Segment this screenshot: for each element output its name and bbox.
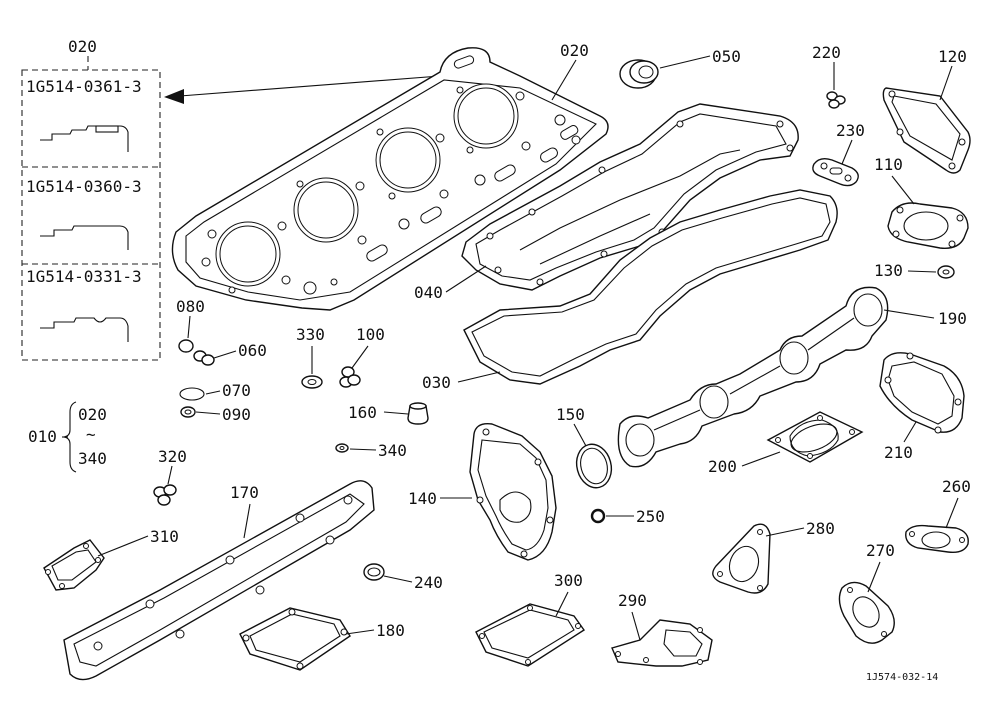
- set-range-tilde: ~: [86, 425, 96, 444]
- part-330-washer: [301, 375, 323, 389]
- label-190: 190: [938, 309, 967, 328]
- part-070-oring: [179, 387, 205, 401]
- variant-part-number-2: 1G514-0360-3: [26, 177, 142, 196]
- set-range-end: 340: [78, 449, 107, 468]
- variant-box-header: 020: [68, 37, 97, 56]
- label-020: 020: [560, 41, 589, 60]
- part-060-washers: [193, 350, 215, 366]
- variant-part-number-1: 1G514-0361-3: [26, 77, 142, 96]
- label-270: 270: [866, 541, 895, 560]
- part-150-ring: [575, 443, 613, 489]
- label-160: 160: [348, 403, 377, 422]
- part-300-gasket: [475, 603, 585, 667]
- part-110-gasket: [887, 202, 969, 249]
- part-050-seal: [619, 59, 659, 89]
- label-140: 140: [408, 489, 437, 508]
- variant-arrow: [164, 75, 441, 104]
- label-210: 210: [884, 443, 913, 462]
- part-040-gasket: [461, 103, 799, 291]
- part-240-seal: [363, 563, 385, 581]
- part-100-washers: [339, 366, 361, 388]
- label-050: 050: [712, 47, 741, 66]
- part-210-gasket: [879, 352, 965, 434]
- label-130: 130: [874, 261, 903, 280]
- label-330: 330: [296, 325, 325, 344]
- label-060: 060: [238, 341, 267, 360]
- part-270-gasket: [838, 581, 895, 644]
- figure-code: 1J574-032-14: [866, 672, 938, 683]
- set-bracket: 010 020 ~ 340: [28, 401, 107, 473]
- part-230-plate: [812, 157, 859, 187]
- part-290-gasket: [611, 619, 713, 667]
- label-030: 030: [422, 373, 451, 392]
- part-170-intake-gasket: [63, 480, 375, 681]
- part-260-gasket: [905, 524, 969, 554]
- variant-profile-1: [40, 125, 129, 152]
- part-080-ring: [178, 339, 194, 353]
- part-180-gasket: [239, 607, 351, 671]
- part-320-washers: [153, 484, 177, 506]
- label-090: 090: [222, 405, 251, 424]
- label-080: 080: [176, 297, 205, 316]
- label-260: 260: [942, 477, 971, 496]
- part-030-gasket: [463, 189, 838, 385]
- label-340: 340: [378, 441, 407, 460]
- label-200: 200: [708, 457, 737, 476]
- label-150: 150: [556, 405, 585, 424]
- part-130-washer: [937, 265, 955, 279]
- part-220-washers: [826, 91, 846, 109]
- label-240: 240: [414, 573, 443, 592]
- label-040: 040: [414, 283, 443, 302]
- head-gasket-variant-box: 020 1G514-0361-3 1G514-0360-3 1G514-0331…: [21, 37, 161, 361]
- part-090-washer: [180, 406, 196, 418]
- set-range-start: 020: [78, 405, 107, 424]
- part-140-gasket: [469, 423, 557, 561]
- label-250: 250: [636, 507, 665, 526]
- label-290: 290: [618, 591, 647, 610]
- part-190-manifold-gasket: [617, 286, 889, 468]
- label-010: 010: [28, 427, 57, 446]
- label-180: 180: [376, 621, 405, 640]
- part-200-gasket: [766, 411, 864, 463]
- part-120-gasket: [882, 87, 971, 174]
- part-160-valve-seal: [407, 402, 429, 425]
- label-120: 120: [938, 47, 967, 66]
- label-230: 230: [836, 121, 865, 140]
- label-320: 320: [158, 447, 187, 466]
- label-110: 110: [874, 155, 903, 174]
- label-280: 280: [806, 519, 835, 538]
- label-220: 220: [812, 43, 841, 62]
- variant-profile-3: [40, 317, 129, 342]
- part-280-gasket: [712, 523, 771, 594]
- part-340-washer: [335, 443, 349, 453]
- label-070: 070: [222, 381, 251, 400]
- label-170: 170: [230, 483, 259, 502]
- part-250-oring: [590, 508, 606, 524]
- label-310: 310: [150, 527, 179, 546]
- cylinder-head-gasket: [171, 47, 609, 311]
- label-100: 100: [356, 325, 385, 344]
- label-300: 300: [554, 571, 583, 590]
- part-310-gasket: [43, 539, 105, 591]
- variant-part-number-3: 1G514-0331-3: [26, 267, 142, 286]
- variant-profile-2: [40, 225, 129, 250]
